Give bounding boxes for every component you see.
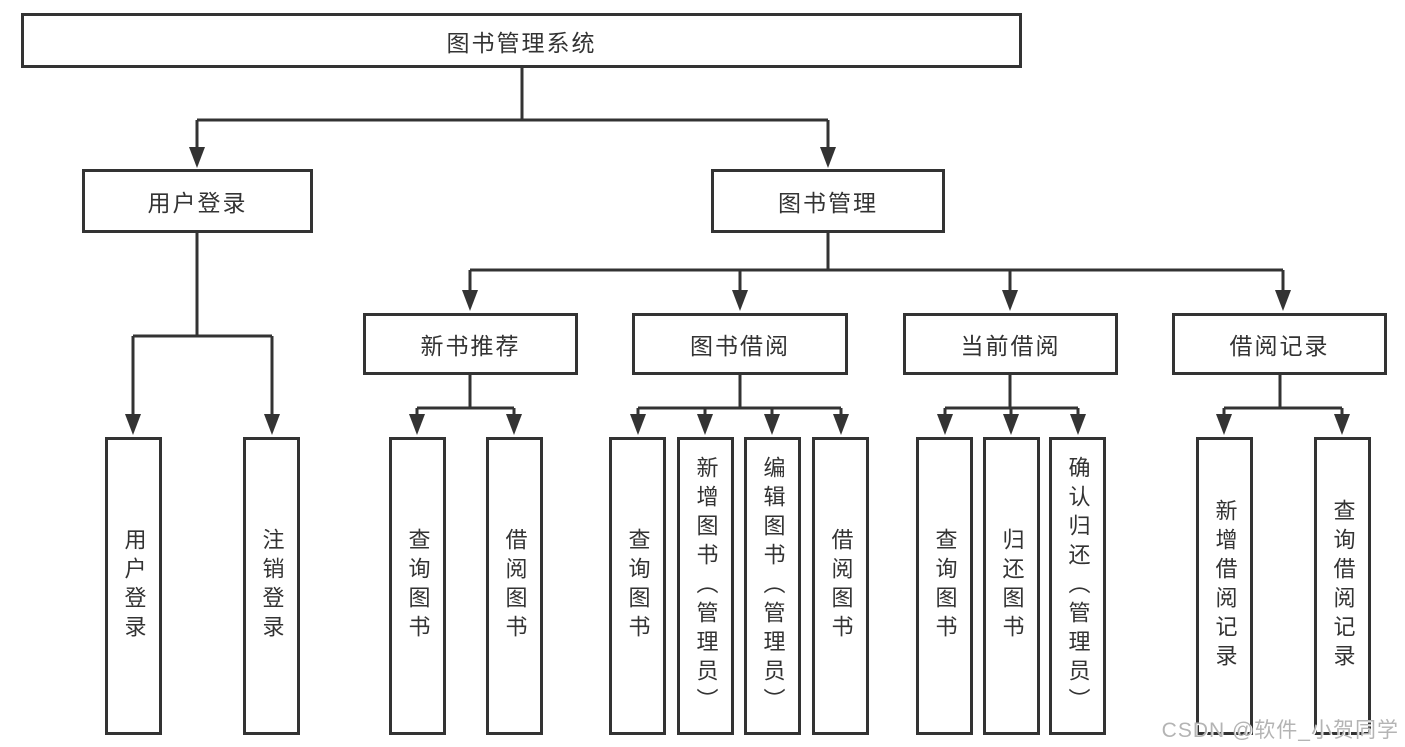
leaf-borrow-book-1-label: 借阅图书	[502, 528, 528, 644]
leaf-borrow-book-1: 借阅图书	[486, 437, 543, 735]
node-new-book-recommend: 新书推荐	[363, 313, 578, 375]
arrowhead-icons	[125, 147, 1350, 435]
leaf-query-book-2: 查询图书	[609, 437, 666, 735]
leaf-borrow-book-2: 借阅图书	[812, 437, 869, 735]
leaf-add-book-admin: 新增图书（管理员）	[677, 437, 734, 735]
leaf-query-book-2-label: 查询图书	[625, 528, 651, 644]
leaf-borrow-book-2-label: 借阅图书	[828, 528, 854, 644]
node-new-book-recommend-label: 新书推荐	[420, 333, 521, 359]
leaf-return-book-label: 归还图书	[999, 528, 1025, 644]
node-borrow-record-label: 借阅记录	[1229, 333, 1330, 359]
node-user-login-label: 用户登录	[147, 190, 248, 216]
leaf-query-book-1: 查询图书	[389, 437, 446, 735]
leaf-add-borrow-record-label: 新增借阅记录	[1212, 499, 1238, 673]
node-book-management: 图书管理	[711, 169, 945, 233]
leaf-query-borrow-record-label: 查询借阅记录	[1330, 499, 1356, 673]
root-node-library-system: 图书管理系统	[21, 13, 1022, 68]
leaf-add-borrow-record: 新增借阅记录	[1196, 437, 1253, 735]
leaf-edit-book-admin-label: 编辑图书（管理员）	[760, 455, 786, 717]
node-book-management-label: 图书管理	[778, 190, 878, 216]
leaf-confirm-return-admin: 确认归还（管理员）	[1049, 437, 1106, 735]
leaf-add-book-admin-label: 新增图书（管理员）	[693, 455, 719, 717]
node-user-login: 用户登录	[82, 169, 313, 233]
leaf-query-book-3-label: 查询图书	[932, 528, 958, 644]
leaf-user-login: 用户登录	[105, 437, 162, 735]
leaf-user-login-label: 用户登录	[121, 528, 147, 644]
leaf-query-book-3: 查询图书	[916, 437, 973, 735]
leaf-edit-book-admin: 编辑图书（管理员）	[744, 437, 801, 735]
node-current-borrow: 当前借阅	[903, 313, 1118, 375]
node-borrow-record: 借阅记录	[1172, 313, 1387, 375]
leaf-query-book-1-label: 查询图书	[405, 528, 431, 644]
leaf-confirm-return-admin-label: 确认归还（管理员）	[1065, 455, 1091, 717]
root-node-label: 图书管理系统	[446, 29, 597, 56]
node-current-borrow-label: 当前借阅	[960, 333, 1061, 359]
node-book-borrow: 图书借阅	[632, 313, 848, 375]
node-book-borrow-label: 图书借阅	[690, 333, 790, 359]
leaf-query-borrow-record: 查询借阅记录	[1314, 437, 1371, 735]
leaf-logout-label: 注销登录	[259, 528, 285, 644]
leaf-return-book: 归还图书	[983, 437, 1040, 735]
leaf-logout: 注销登录	[243, 437, 300, 735]
